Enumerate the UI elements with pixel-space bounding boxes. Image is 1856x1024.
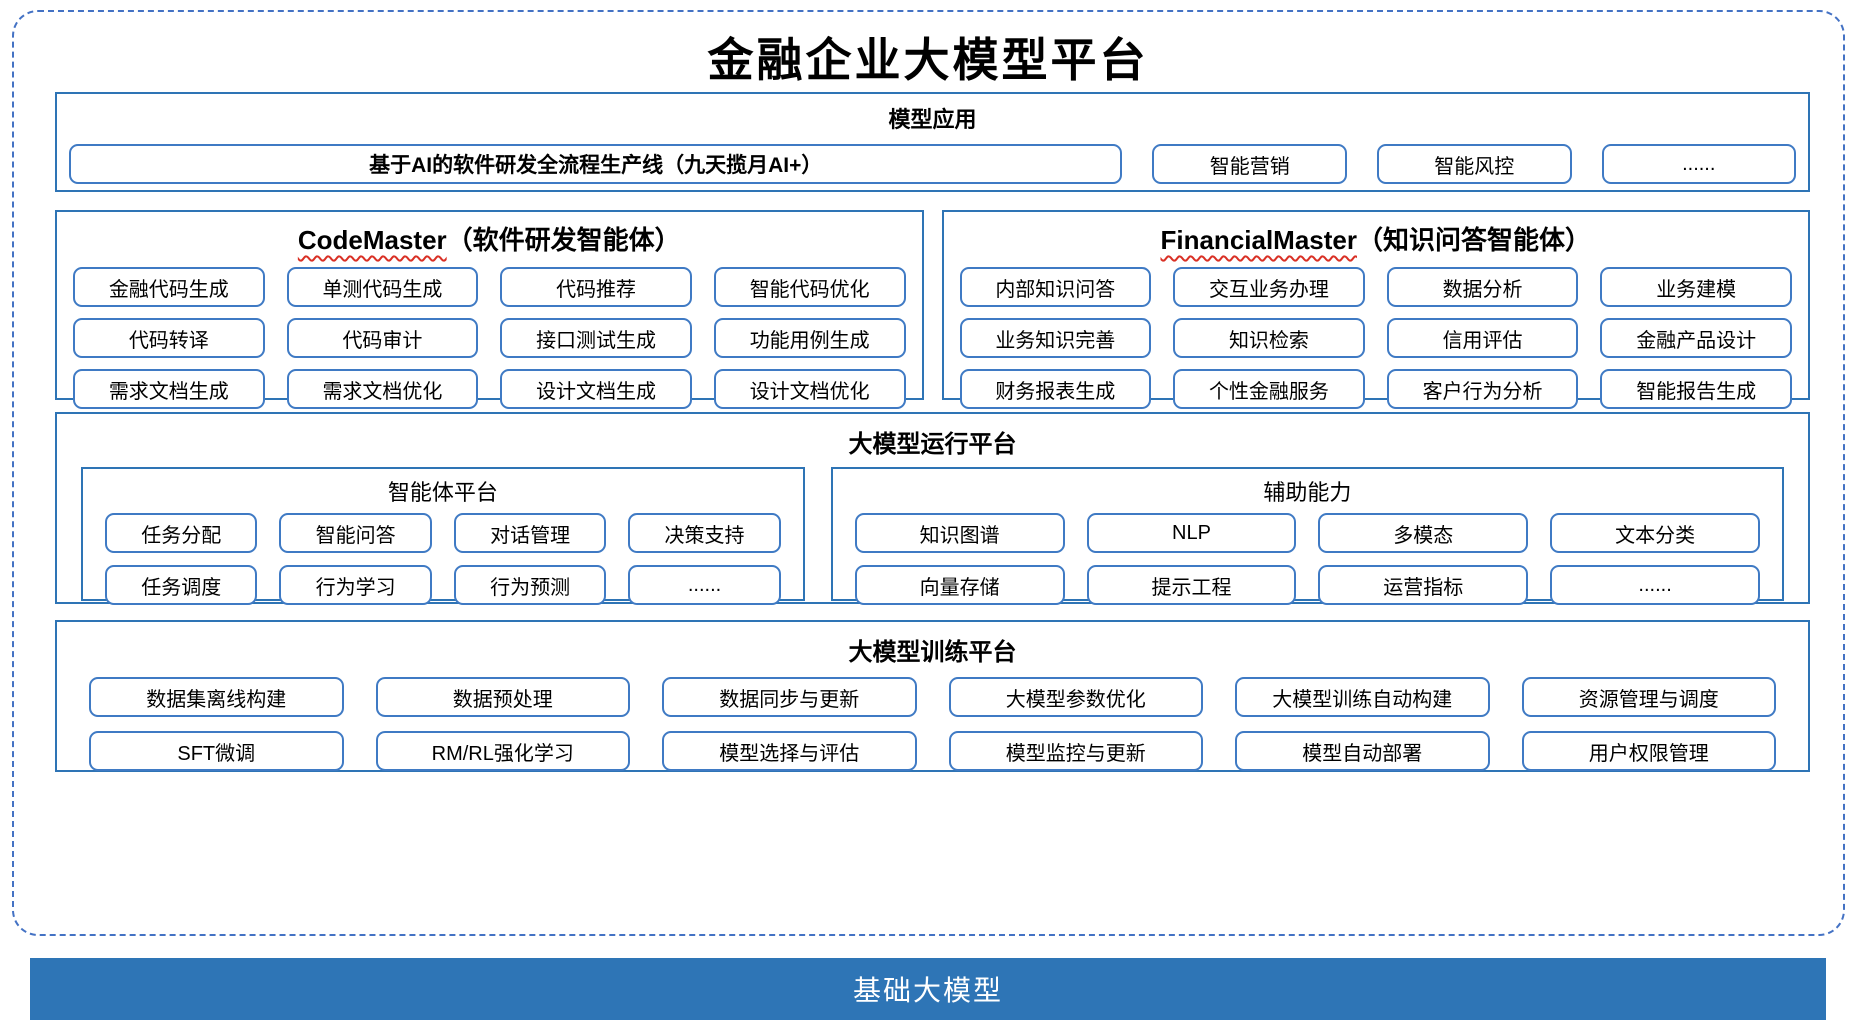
item-behavior-learning: 行为学习 [279,565,432,605]
training-platform-grid: 数据集离线构建 数据预处理 数据同步与更新 大模型参数优化 大模型训练自动构建 … [57,667,1808,785]
item-smart-report-gen: 智能报告生成 [1600,369,1792,409]
item-smart-code-optimization: 智能代码优化 [713,267,906,307]
item-smart-qa: 智能问答 [279,513,432,553]
item-dialog-management: 对话管理 [453,513,607,553]
subsection-agent-platform: 智能体平台 任务分配 智能问答 对话管理 决策支持 任务调度 行为学习 行为预测… [81,467,805,605]
section-model-applications-header: 模型应用 [888,107,977,132]
section-codemaster: CodeMaster（软件研发智能体） 金融代码生成 单测代码生成 代码推荐 智… [55,210,924,409]
model-applications-row: 基于AI的软件研发全流程生产线（九天揽月AI+） 智能营销 智能风控 .....… [57,134,1808,184]
section-runtime-platform: 大模型运行平台 智能体平台 任务分配 智能问答 对话管理 决策支持 任务调度 行… [55,412,1810,605]
codemaster-subtitle: （软件研发智能体） [446,225,681,255]
item-prompt-engineering: 提示工程 [1086,565,1297,605]
item-smart-risk-control: 智能风控 [1376,144,1572,184]
runtime-row: 智能体平台 任务分配 智能问答 对话管理 决策支持 任务调度 行为学习 行为预测… [57,459,1808,605]
item-text-classification: 文本分类 [1550,513,1760,553]
item-task-assignment: 任务分配 [105,513,258,553]
aux-capabilities-header: 辅助能力 [1263,480,1352,505]
item-function-case-gen: 功能用例生成 [713,318,906,358]
item-code-recommendation: 代码推荐 [500,267,692,307]
item-requirement-doc-gen: 需求文档生成 [73,369,265,409]
aux-capabilities-grid: 知识图谱 NLP 多模态 文本分类 向量存储 提示工程 运营指标 ...... [833,509,1782,617]
financialmaster-header: FinancialMaster（知识问答智能体） [944,212,1809,261]
item-smart-marketing: 智能营销 [1152,144,1347,184]
item-auto-training-build: 大模型训练自动构建 [1235,677,1490,717]
subsection-aux-capabilities: 辅助能力 知识图谱 NLP 多模态 文本分类 向量存储 提示工程 运营指标 ..… [830,467,1784,605]
agent-platform-grid: 任务分配 智能问答 对话管理 决策支持 任务调度 行为学习 行为预测 .....… [83,509,803,617]
item-business-modeling: 业务建模 [1600,267,1792,307]
item-nlp: NLP [1086,513,1297,553]
item-offline-dataset-build: 数据集离线构建 [89,677,344,717]
item-resource-management-scheduling: 资源管理与调度 [1521,677,1776,717]
item-code-translation: 代码转译 [73,318,265,358]
item-ai-software-pipeline: 基于AI的软件研发全流程生产线（九天揽月AI+） [69,144,1123,184]
item-financial-product-design: 金融产品设计 [1600,318,1792,358]
item-knowledge-retrieval: 知识检索 [1173,318,1365,358]
item-requirement-doc-optimization: 需求文档优化 [286,369,479,409]
section-financialmaster: FinancialMaster（知识问答智能体） 内部知识问答 交互业务办理 数… [941,210,1810,409]
codemaster-grid: 金融代码生成 单测代码生成 代码推荐 智能代码优化 代码转译 代码审计 接口测试… [57,261,922,421]
training-platform-header: 大模型训练平台 [848,639,1017,666]
item-financial-report-gen: 财务报表生成 [959,369,1152,409]
section-model-applications: 模型应用 基于AI的软件研发全流程生产线（九天揽月AI+） 智能营销 智能风控 … [55,92,1810,192]
foundation-model-bar: 基础大模型 [30,958,1826,1020]
item-customer-behavior-analysis: 客户行为分析 [1386,369,1579,409]
financialmaster-subtitle: （知识问答智能体） [1357,225,1592,255]
item-model-selection-evaluation: 模型选择与评估 [662,731,917,771]
item-internal-knowledge-qa: 内部知识问答 [959,267,1152,307]
item-financial-code-gen: 金融代码生成 [73,267,265,307]
item-interactive-business-handling: 交互业务办理 [1173,267,1365,307]
item-agent-platform-more: ...... [628,565,781,605]
agents-row: CodeMaster（软件研发智能体） 金融代码生成 单测代码生成 代码推荐 智… [55,210,1810,409]
item-knowledge-graph: 知识图谱 [854,513,1065,553]
financialmaster-name: FinancialMaster [1160,225,1357,255]
item-multimodal: 多模态 [1318,513,1529,553]
item-user-permission-management: 用户权限管理 [1521,731,1776,771]
item-business-knowledge-completion: 业务知识完善 [959,318,1152,358]
item-data-preprocessing: 数据预处理 [375,677,630,717]
item-api-test-gen: 接口测试生成 [500,318,692,358]
item-decision-support: 决策支持 [628,513,781,553]
item-design-doc-optimization: 设计文档优化 [713,369,906,409]
item-model-param-optimization: 大模型参数优化 [948,677,1203,717]
item-code-audit: 代码审计 [286,318,479,358]
item-unit-test-code-gen: 单测代码生成 [286,267,479,307]
item-task-scheduling: 任务调度 [105,565,258,605]
item-data-analysis: 数据分析 [1386,267,1579,307]
item-behavior-prediction: 行为预测 [453,565,607,605]
financialmaster-grid: 内部知识问答 交互业务办理 数据分析 业务建模 业务知识完善 知识检索 信用评估… [944,261,1809,421]
item-personal-finance-service: 个性金融服务 [1173,369,1365,409]
codemaster-name: CodeMaster [297,225,447,255]
item-vector-storage: 向量存储 [854,565,1065,605]
item-design-doc-gen: 设计文档生成 [500,369,692,409]
runtime-platform-header: 大模型运行平台 [848,431,1017,458]
item-model-monitoring-update: 模型监控与更新 [948,731,1203,771]
codemaster-header: CodeMaster（软件研发智能体） [57,212,922,261]
agent-platform-header: 智能体平台 [387,480,498,505]
item-model-auto-deploy: 模型自动部署 [1235,731,1490,771]
item-rm-rl-learning: RM/RL强化学习 [375,731,630,771]
item-aux-more: ...... [1550,565,1760,605]
item-sft-finetune: SFT微调 [89,731,344,771]
item-operation-metrics: 运营指标 [1318,565,1529,605]
section-training-platform: 大模型训练平台 数据集离线构建 数据预处理 数据同步与更新 大模型参数优化 大模… [55,620,1810,772]
item-credit-evaluation: 信用评估 [1386,318,1579,358]
item-more-applications: ...... [1601,144,1797,184]
item-data-sync-update: 数据同步与更新 [662,677,917,717]
page-title: 金融企业大模型平台 [707,33,1149,87]
